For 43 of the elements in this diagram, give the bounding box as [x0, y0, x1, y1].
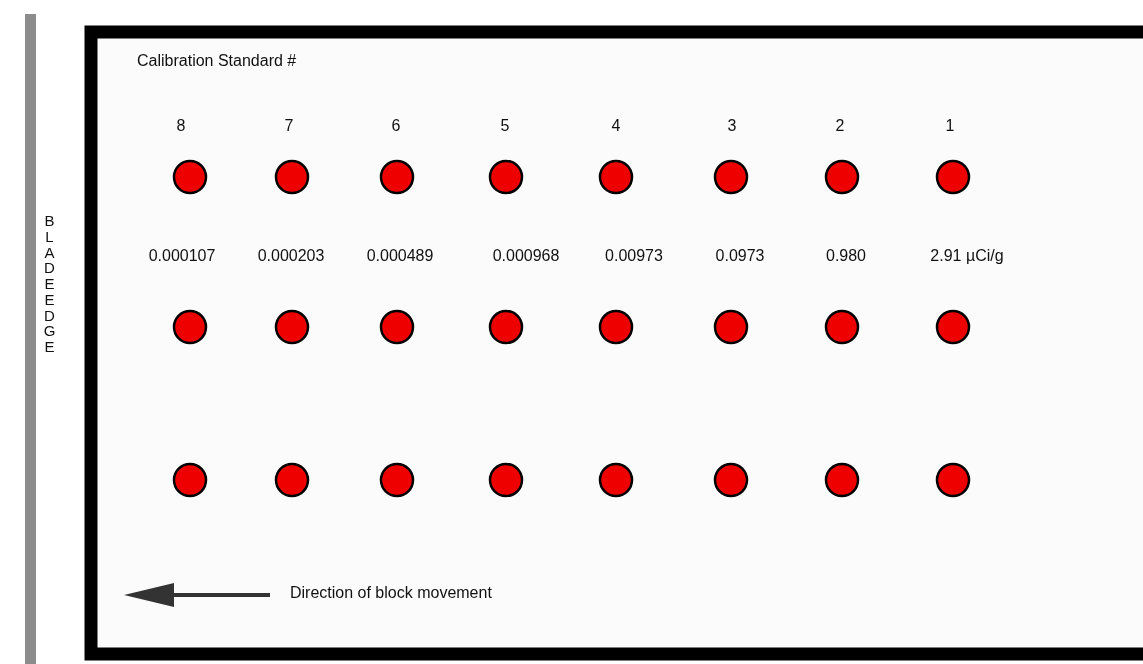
standard-number: 2 — [835, 117, 845, 135]
circle-dot — [935, 462, 971, 498]
standard-number: 5 — [500, 117, 510, 135]
circle-dot — [598, 159, 634, 195]
standard-number: 3 — [727, 117, 737, 135]
vertical-label: BLADE EDGE — [42, 213, 57, 355]
circle-dot — [598, 462, 634, 498]
circle-dot — [379, 159, 415, 195]
direction-label: Direction of block movement — [290, 584, 492, 602]
standard-number: 7 — [284, 117, 294, 135]
activity-value: 0.000968 — [492, 247, 560, 265]
circle-dot — [274, 159, 310, 195]
circle-dot — [824, 159, 860, 195]
activity-value: 0.000107 — [148, 247, 216, 265]
circle-dot — [713, 159, 749, 195]
activity-value: 0.000489 — [366, 247, 434, 265]
circle-dot — [713, 462, 749, 498]
activity-value: 0.000203 — [257, 247, 325, 265]
circle-dot — [935, 159, 971, 195]
heading: Calibration Standard # — [137, 52, 297, 70]
circle-dot — [274, 462, 310, 498]
standard-number: 4 — [611, 117, 621, 135]
circle-dot — [488, 159, 524, 195]
circle-dot — [172, 462, 208, 498]
activity-value: 0.980 — [826, 247, 866, 265]
circle-dot — [824, 309, 860, 345]
standard-number: 6 — [391, 117, 401, 135]
activity-value: 0.0973 — [715, 247, 765, 265]
circle-dot — [172, 309, 208, 345]
circle-dot — [713, 309, 749, 345]
circle-dot — [488, 462, 524, 498]
circle-dot — [379, 309, 415, 345]
circle-dot — [598, 309, 634, 345]
circle-dot — [488, 309, 524, 345]
activity-value: 2.91 µCi/g — [930, 247, 1004, 265]
circle-dot — [824, 462, 860, 498]
circle-dot — [935, 309, 971, 345]
activity-value: 0.00973 — [605, 247, 663, 265]
standard-number: 1 — [945, 117, 955, 135]
circle-dot — [274, 309, 310, 345]
circle-dot — [172, 159, 208, 195]
circle-dot — [379, 462, 415, 498]
standard-number: 8 — [176, 117, 186, 135]
